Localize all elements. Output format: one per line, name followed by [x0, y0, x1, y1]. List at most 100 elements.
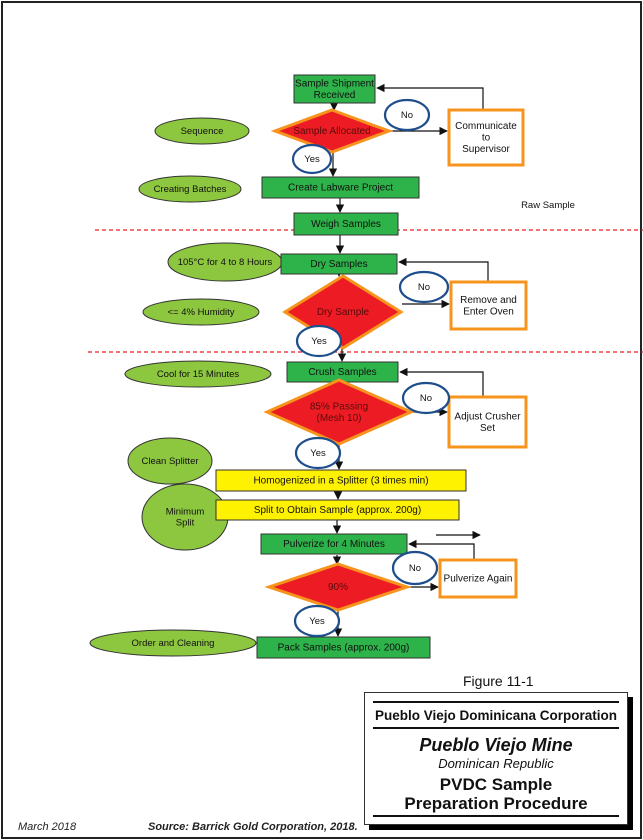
note-order-cleaning-label-line: Order and Cleaning [132, 638, 215, 649]
footer-date: March 2018 [18, 821, 77, 833]
yes-label: Yes [310, 448, 326, 459]
decision-sample-allocated-label-line: Sample Allocated [293, 126, 370, 137]
yes-circle [291, 143, 333, 175]
step-pack-samples [256, 636, 431, 659]
no-label-line: No [409, 563, 421, 574]
action-communicate-label-line: to [482, 132, 491, 143]
action-pulverize-again-label: Pulverize Again [444, 573, 513, 584]
figure-label: Figure 11-1 [463, 673, 534, 689]
step-split-sample-label: Split to Obtain Sample (approx. 200g) [254, 505, 421, 516]
mine-name: Pueblo Viejo Mine [419, 735, 573, 755]
decision-passing-label-line: 85% Passing [310, 401, 368, 412]
note-humidity-label: <= 4% Humidity [167, 307, 234, 318]
procedure-title-line1: PVDC Sample [439, 775, 553, 794]
flow-arrow [399, 367, 484, 397]
note-temperature-label: 105°C for 4 to 8 Hours [178, 257, 273, 268]
yes-label-line: Yes [309, 616, 325, 627]
no-label: No [420, 393, 432, 404]
no-label-line: No [418, 282, 430, 293]
procedure-title: PVDC Sample Preparation Procedure [365, 775, 627, 813]
step-weigh-samples [293, 212, 399, 236]
note-minimum-split-label-line: Split [176, 517, 195, 528]
action-remove-oven-label-line: Enter Oven [463, 306, 514, 317]
decision-passing-label-line: (Mesh 10) [316, 412, 361, 423]
step-pack-samples-label-line: Pack Samples (approx. 200g) [278, 642, 410, 653]
no-circle [401, 381, 451, 415]
yes-circle [294, 436, 342, 470]
step-sample-shipment-label-line: Sample Shipment [295, 78, 374, 89]
note-sequence [154, 117, 250, 145]
decision-ninety-label: 90% [328, 582, 348, 593]
no-circle [391, 550, 439, 586]
footer-source: Source: Barrick Gold Corporation, 2018. [148, 821, 358, 833]
decision-ninety-label-line: 90% [328, 582, 348, 593]
step-homogenized-label: Homogenized in a Splitter (3 times min) [253, 475, 428, 486]
no-label-line: No [401, 110, 413, 121]
step-pulverize-label: Pulverize for 4 Minutes [283, 539, 385, 550]
no-circle [398, 270, 450, 304]
note-clean-splitter-label: Clean Splitter [141, 456, 198, 467]
decision-sample-allocated-label: Sample Allocated [293, 126, 370, 137]
step-pack-samples-label: Pack Samples (approx. 200g) [278, 642, 410, 653]
action-adjust-crusher-label-line: Adjust Crusher [454, 411, 521, 422]
note-sequence-label-line: Sequence [181, 126, 224, 137]
action-communicate-label-line: Supervisor [462, 144, 510, 155]
action-pulverize-again-label-line: Pulverize Again [444, 573, 513, 584]
note-sequence-label: Sequence [181, 126, 224, 137]
raw-sample-label: Raw Sample [521, 200, 575, 211]
yes-label-line: Yes [310, 448, 326, 459]
note-minimum-split-label-line: Minimum [166, 506, 205, 517]
raw-sample-label-line: Raw Sample [521, 200, 575, 211]
flow-arrow [376, 83, 484, 110]
step-weigh-samples-label: Weigh Samples [311, 219, 381, 230]
note-creating-batches-label: Creating Batches [154, 184, 227, 195]
flow-arrow [408, 539, 475, 560]
action-remove-oven [449, 280, 528, 331]
note-humidity [142, 298, 260, 326]
title-block: Pueblo Viejo Dominicana Corporation Pueb… [364, 692, 628, 825]
step-crush-samples-label-line: Crush Samples [308, 367, 376, 378]
yes-circle [295, 324, 343, 358]
decision-dry-sample-label: Dry Sample [317, 307, 370, 318]
step-crush-samples-label: Crush Samples [308, 367, 376, 378]
step-create-labware-label-line: Create Labware Project [288, 182, 393, 193]
step-dry-samples [280, 253, 398, 275]
step-sample-shipment-label-line: Received [314, 89, 356, 100]
decision-sample-allocated [270, 108, 394, 154]
note-clean-splitter-label-line: Clean Splitter [141, 456, 198, 467]
no-label-line: No [420, 393, 432, 404]
action-communicate [447, 108, 525, 167]
action-adjust-crusher-label-line: Set [480, 422, 495, 433]
note-order-cleaning [89, 629, 257, 657]
action-pulverize-again [438, 558, 518, 599]
note-humidity-label-line: <= 4% Humidity [167, 307, 234, 318]
step-split-sample [215, 499, 460, 521]
step-sample-shipment [293, 74, 376, 104]
step-pulverize-label-line: Pulverize for 4 Minutes [283, 539, 385, 550]
note-order-cleaning-label: Order and Cleaning [132, 638, 215, 649]
note-temperature-label-line: 105°C for 4 to 8 Hours [178, 257, 273, 268]
step-dry-samples-label-line: Dry Samples [310, 259, 367, 270]
decision-passing-label: 85% Passing(Mesh 10) [310, 401, 368, 424]
decision-ninety [264, 562, 412, 612]
action-communicate-label-line: Communicate [455, 121, 517, 132]
flow-arrow [398, 257, 489, 282]
corporation-name: Pueblo Viejo Dominicana Corporation [374, 708, 618, 723]
decision-dry-sample-label-line: Dry Sample [317, 307, 370, 318]
country-name: Dominican Republic [438, 756, 554, 771]
action-adjust-crusher [447, 395, 528, 449]
no-label: No [409, 563, 421, 574]
step-pulverize [260, 533, 408, 555]
yes-label: Yes [311, 336, 327, 347]
no-label: No [401, 110, 413, 121]
step-create-labware [261, 176, 420, 199]
yes-label-line: Yes [304, 154, 320, 165]
yes-label: Yes [309, 616, 325, 627]
note-creating-batches-label-line: Creating Batches [154, 184, 227, 195]
